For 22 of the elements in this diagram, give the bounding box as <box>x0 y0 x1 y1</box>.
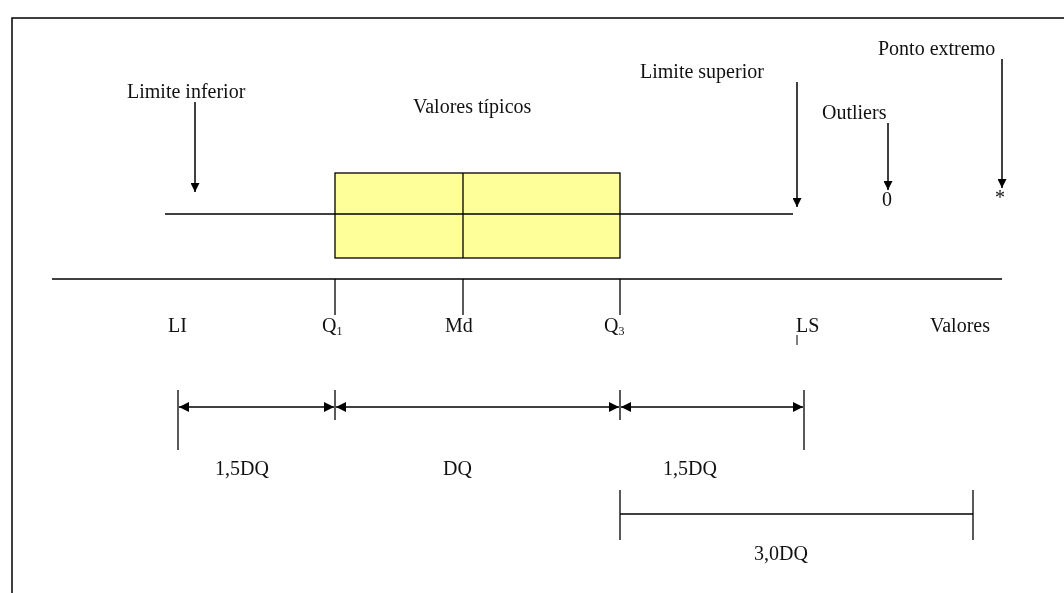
heading-label: Valores típicos <box>413 95 532 117</box>
annotation-label: Outliers <box>822 101 908 123</box>
extreme-point-symbol: * <box>992 186 1008 208</box>
axis-label: LI <box>168 314 187 336</box>
annotation-label: Limite superior <box>640 60 810 82</box>
outlier-symbol: 0 <box>878 188 896 210</box>
axis-label: Q$_{1}$ <box>322 314 343 340</box>
dimension-label: 1,5DQ <box>215 457 269 479</box>
annotation-label: Limite inferior <box>127 80 287 102</box>
axis-label: LS <box>796 314 820 336</box>
axis-label: Q$_{3}$ <box>604 314 625 340</box>
arrow <box>997 58 1007 189</box>
arrow <box>190 101 200 193</box>
dimension-label: DQ <box>443 457 472 479</box>
annotation-label: Ponto extremo <box>878 37 1034 59</box>
dimension-label: 1,5DQ <box>663 457 717 479</box>
axis-label: Valores <box>930 314 990 336</box>
arrow <box>792 81 802 208</box>
dimension-label: 3,0DQ <box>754 542 808 564</box>
arrow <box>883 122 893 191</box>
axis-label: Md <box>445 314 473 336</box>
box-plot-drawing <box>164 172 794 259</box>
